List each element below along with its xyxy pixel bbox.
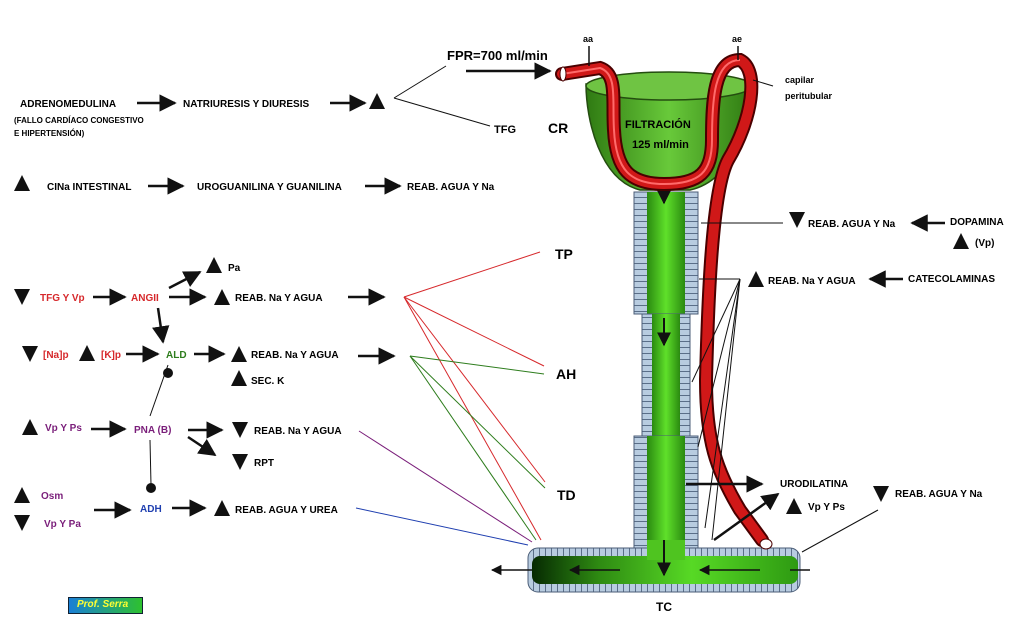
vp-pa-label: Vp Y Pa bbox=[44, 519, 81, 530]
tfg-vp-label: TFG Y Vp bbox=[40, 293, 85, 304]
urodilatina-label: URODILATINA bbox=[780, 479, 848, 490]
triangle-down-icon bbox=[232, 454, 248, 470]
triangle-up-icon bbox=[786, 498, 802, 514]
tfg-label: TFG bbox=[494, 124, 516, 136]
triangle-down-icon bbox=[14, 515, 30, 531]
td-label: TD bbox=[557, 487, 576, 503]
filtracion-rate: 125 ml/min bbox=[632, 139, 689, 151]
triangle-up-icon bbox=[206, 257, 222, 273]
dopamina-reab-label: REAB. AGUA Y Na bbox=[808, 219, 896, 230]
triangle-up-icon bbox=[231, 346, 247, 362]
osm-label: Osm bbox=[41, 491, 63, 502]
filtracion-label: FILTRACIÓN bbox=[625, 118, 691, 131]
cina-label: CINa INTESTINAL bbox=[47, 182, 131, 193]
angii-label: ANGII bbox=[131, 293, 159, 304]
dopamina-vp-label: (Vp) bbox=[975, 238, 994, 249]
triangle-up-icon bbox=[953, 233, 969, 249]
ae-label: ae bbox=[732, 34, 742, 44]
fallo-line2: E HIPERTENSIÓN) bbox=[14, 129, 85, 138]
adh-connector bbox=[355, 507, 529, 546]
tc-label: TC bbox=[656, 600, 672, 614]
triangle-down-icon bbox=[873, 486, 889, 502]
tp-label: TP bbox=[555, 246, 573, 262]
triangle-up-icon bbox=[14, 487, 30, 503]
triangle-up-icon bbox=[14, 175, 30, 191]
adh-reab-label: REAB. AGUA Y UREA bbox=[235, 505, 338, 516]
rpt-label: RPT bbox=[254, 458, 274, 469]
vp-ps-label: Vp Y Ps bbox=[45, 423, 82, 434]
pna-connector bbox=[358, 430, 533, 543]
prof-badge: Prof. Serra bbox=[68, 597, 143, 614]
triangle-up-icon bbox=[231, 370, 247, 386]
uroguanilina-label: UROGUANILINA Y GUANILINA bbox=[197, 182, 342, 193]
row2-reab-label: REAB. AGUA Y Na bbox=[407, 182, 495, 193]
pa-label: Pa bbox=[228, 263, 241, 274]
catecolaminas-reab-label: REAB. Na Y AGUA bbox=[768, 276, 856, 287]
seck-label: SEC. K bbox=[251, 376, 285, 387]
triangle-up-icon bbox=[214, 500, 230, 516]
kp-label: [K]p bbox=[101, 350, 121, 361]
catecolaminas-label: CATECOLAMINAS bbox=[908, 274, 995, 285]
badge-label: Prof. Serra bbox=[77, 599, 129, 610]
vessel-end bbox=[759, 538, 773, 550]
uro-vp-ps-label: Vp Y Ps bbox=[808, 502, 845, 513]
triangle-up-icon bbox=[748, 271, 764, 287]
nap-label: [Na]p bbox=[43, 350, 69, 361]
aa-label: aa bbox=[583, 34, 594, 44]
fallo-line1: (FALLO CARDÍACO CONGESTIVO bbox=[14, 116, 144, 125]
angii-reab-label: REAB. Na Y AGUA bbox=[235, 293, 323, 304]
adh-label: ADH bbox=[140, 504, 162, 515]
triangle-up-icon bbox=[79, 345, 95, 361]
triangle-up-icon bbox=[22, 419, 38, 435]
ald-label: ALD bbox=[166, 350, 187, 361]
angii-connectors bbox=[403, 251, 546, 541]
triangle-down-icon bbox=[789, 212, 805, 228]
pna-reab-label: REAB. Na Y AGUA bbox=[254, 426, 342, 437]
triangle-down-icon bbox=[22, 346, 38, 362]
triangle-up-icon bbox=[214, 289, 230, 305]
adrenomedulina-label: ADRENOMEDULINA bbox=[20, 99, 116, 110]
capilar-label: capilar bbox=[785, 75, 815, 85]
ald-reab-label: REAB. Na Y AGUA bbox=[251, 350, 339, 361]
triangle-down-icon bbox=[14, 289, 30, 305]
ald-connectors bbox=[409, 355, 546, 541]
fpr-label: FPR=700 ml/min bbox=[447, 48, 548, 63]
natriuresis-label: NATRIURESIS Y DIURESIS bbox=[183, 99, 309, 110]
triangle-down-icon bbox=[232, 422, 248, 438]
uro-reab-label: REAB. AGUA Y Na bbox=[895, 489, 983, 500]
pna-label: PNA (B) bbox=[134, 425, 171, 436]
dopamina-label: DOPAMINA bbox=[950, 217, 1004, 228]
ah-label: AH bbox=[556, 366, 576, 382]
triangle-up-icon bbox=[369, 93, 385, 109]
peritubular-label: peritubular bbox=[785, 91, 833, 101]
cr-label: CR bbox=[548, 120, 568, 136]
